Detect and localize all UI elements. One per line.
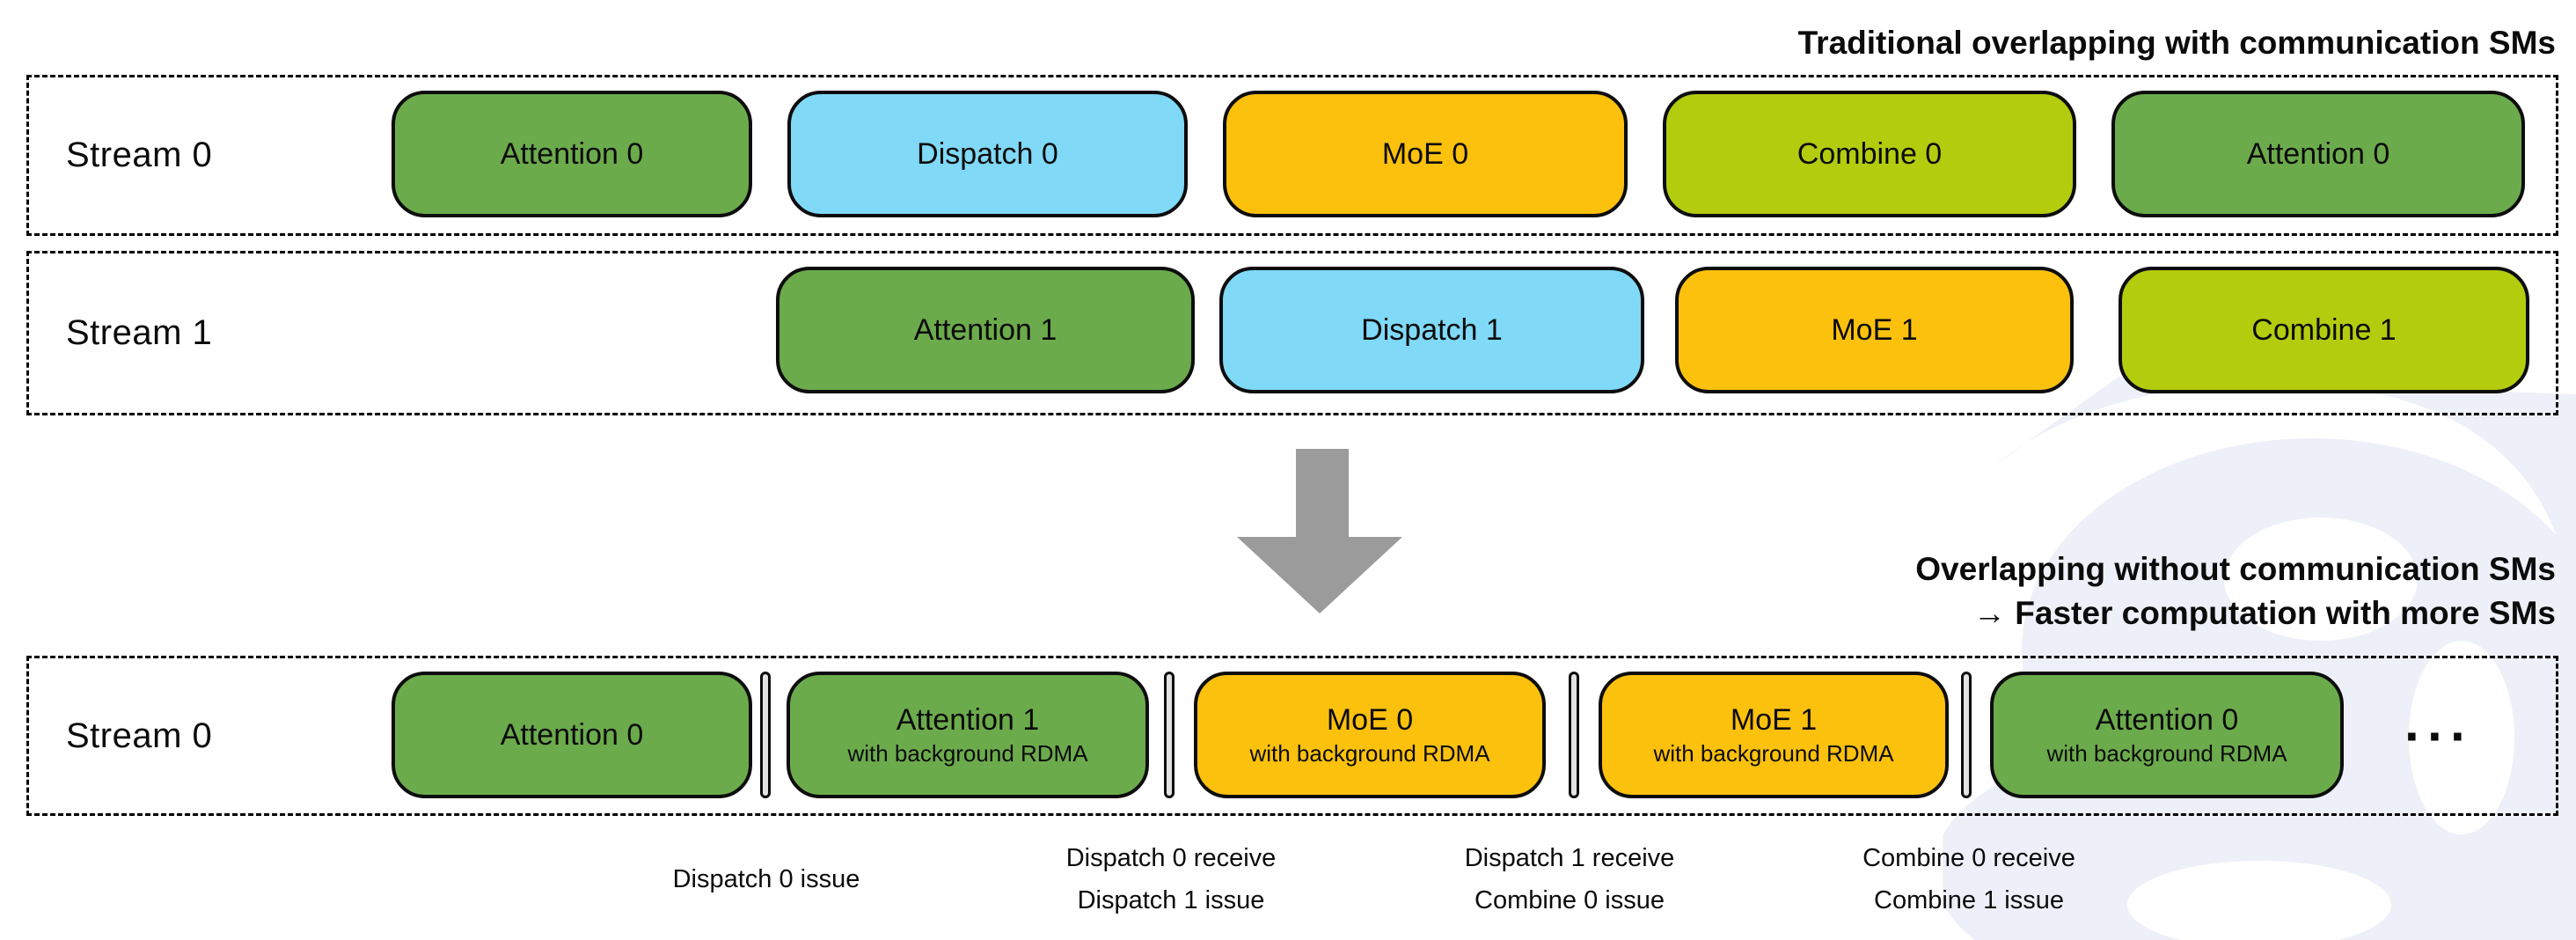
- caption-traditional: Traditional overlapping with communicati…: [1797, 25, 2556, 61]
- block-attention-0-rdma: Attention 0 with background RDMA: [1990, 672, 2344, 798]
- block-attention-1-rdma: Attention 1 with background RDMA: [787, 672, 1149, 798]
- annotation-dispatch-0-receive: Dispatch 0 receive Dispatch 1 issue: [942, 837, 1400, 922]
- barrier-dispatch-1-receive: [1569, 672, 1579, 798]
- block-moe-1: MoE 1: [1675, 267, 2074, 393]
- block-label: MoE 0: [1381, 137, 1469, 171]
- block-label: MoE 0: [1326, 703, 1414, 737]
- block-label: Combine 1: [2251, 313, 2397, 347]
- annotation-line: Dispatch 1 issue: [1077, 886, 1265, 914]
- block-subtitle: with background RDMA: [847, 740, 1088, 767]
- block-moe-0: MoE 0: [1223, 91, 1628, 217]
- stream-row-traditional-1: Stream 1 Attention 1 Dispatch 1 MoE 1 Co…: [26, 251, 2558, 415]
- block-label: Attention 1: [896, 703, 1040, 737]
- barrier-dispatch-0-receive: [1164, 672, 1175, 798]
- annotation-line: Dispatch 0 receive: [1065, 844, 1277, 872]
- annotation-line: Dispatch 1 receive: [1464, 844, 1675, 872]
- stream-label: Stream 1: [66, 313, 213, 352]
- block-label: Attention 0: [500, 718, 644, 752]
- block-subtitle: with background RDMA: [2046, 740, 2287, 767]
- caption-line-1: Overlapping without communication SMs: [1915, 551, 2556, 587]
- annotation-dispatch-1-receive: Dispatch 1 receive Combine 0 issue: [1341, 837, 1798, 922]
- block-dispatch-0: Dispatch 0: [787, 91, 1188, 217]
- block-label: Attention 1: [913, 313, 1057, 347]
- block-combine-0: Combine 0: [1663, 91, 2076, 217]
- stream-label: Stream 0: [66, 716, 213, 755]
- barrier-combine-0-receive: [1961, 672, 1972, 798]
- block-subtitle: with background RDMA: [1653, 740, 1894, 767]
- stream-row-traditional-0: Stream 0 Attention 0 Dispatch 0 MoE 0 Co…: [26, 75, 2558, 236]
- block-label: Dispatch 0: [917, 137, 1058, 171]
- block-dispatch-1: Dispatch 1: [1219, 267, 1644, 393]
- caption-line-2: → Faster computation with more SMs: [1973, 595, 2556, 631]
- block-moe-0-rdma: MoE 0 with background RDMA: [1194, 672, 1546, 798]
- block-label: Attention 0: [500, 137, 644, 171]
- block-label: MoE 1: [1730, 703, 1818, 737]
- block-subtitle: with background RDMA: [1249, 740, 1490, 767]
- annotation-line: Dispatch 0 issue: [672, 865, 860, 893]
- block-label: Combine 0: [1797, 137, 1943, 171]
- block-label: Attention 0: [2095, 703, 2239, 737]
- annotation-line: Combine 1 issue: [1874, 886, 2064, 914]
- block-attention-1: Attention 1: [776, 267, 1195, 393]
- annotation-combine-0-receive: Combine 0 receive Combine 1 issue: [1740, 837, 2198, 922]
- caption-no-comm-sms: Overlapping without communication SMs → …: [1915, 547, 2556, 635]
- annotation-line: Combine 0 issue: [1475, 886, 1665, 914]
- block-label: MoE 1: [1831, 313, 1918, 347]
- continuation-ellipsis: ···: [2404, 706, 2473, 766]
- block-attention-0-next: Attention 0: [2111, 91, 2525, 217]
- down-arrow-icon: [1232, 444, 1408, 617]
- block-combine-1: Combine 1: [2119, 267, 2529, 393]
- block-attention-0: Attention 0: [392, 91, 752, 217]
- block-label: Attention 0: [2246, 137, 2390, 171]
- annotation-dispatch-0-issue: Dispatch 0 issue: [538, 837, 995, 922]
- block-label: Dispatch 1: [1361, 313, 1503, 347]
- block-attention-0: Attention 0: [392, 672, 752, 798]
- stream-label: Stream 0: [66, 136, 213, 174]
- block-moe-1-rdma: MoE 1 with background RDMA: [1599, 672, 1949, 798]
- stream-row-fused-0: Stream 0 Attention 0 Attention 1 with ba…: [26, 656, 2558, 816]
- barrier-dispatch-0-issue: [760, 672, 771, 798]
- annotation-line: Combine 0 receive: [1862, 844, 2075, 872]
